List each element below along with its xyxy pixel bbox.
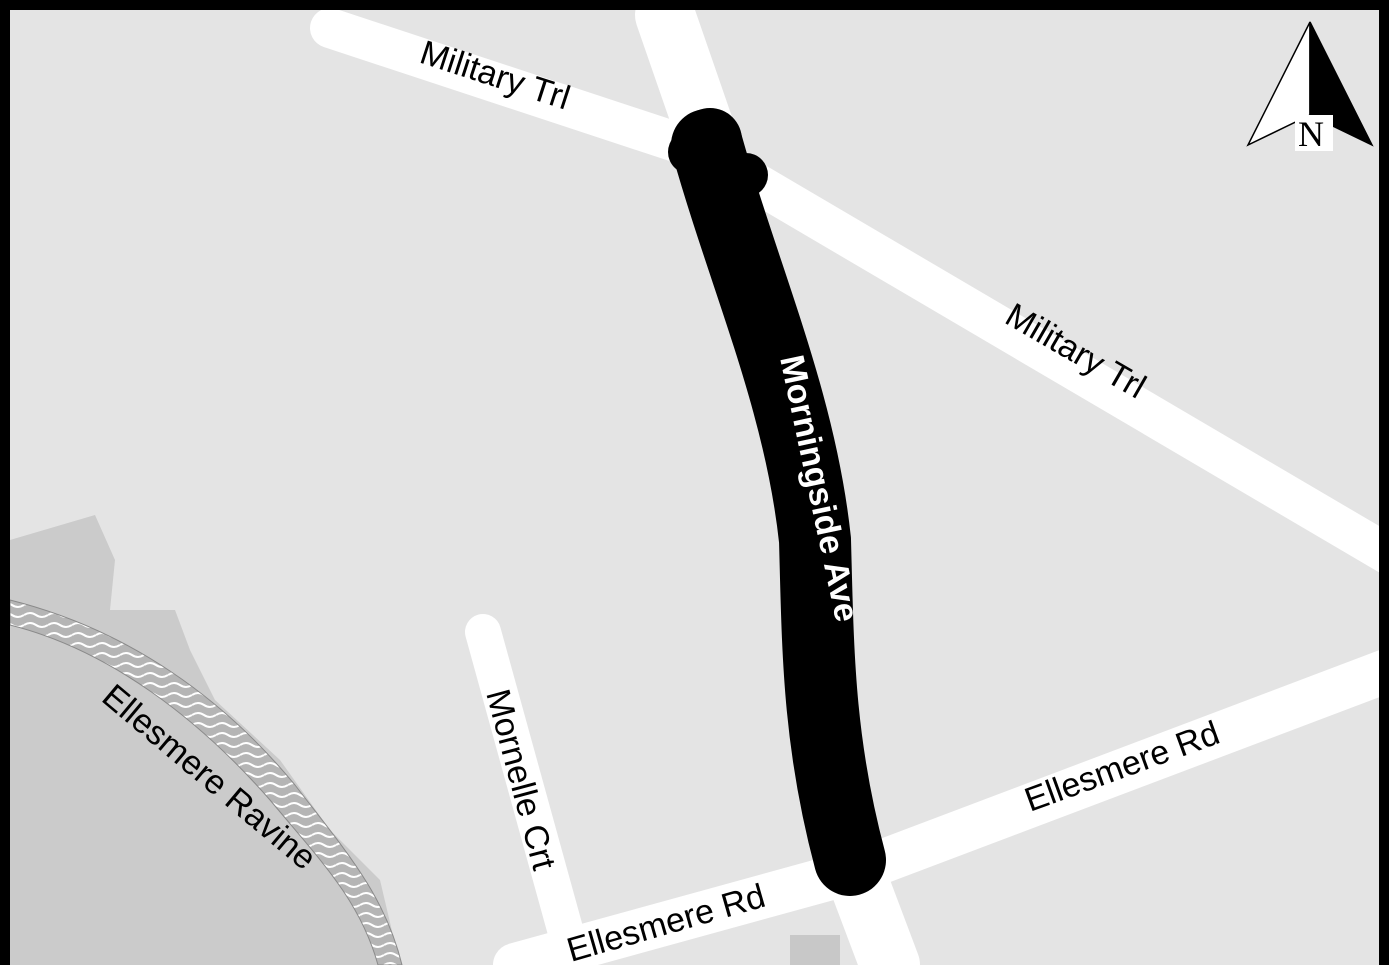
morningside-ave-south-road: [828, 850, 920, 965]
lot-area: [790, 935, 840, 965]
highlight-end-north-right: [724, 153, 768, 197]
mornelle-crt-road: [465, 614, 586, 958]
highlight-end-north-left: [668, 130, 712, 174]
north-arrow-icon: N: [1246, 21, 1374, 154]
north-letter: N: [1298, 114, 1324, 154]
ravine-park-area: [10, 515, 400, 965]
morningside-ave-highlight[interactable]: [671, 109, 886, 896]
